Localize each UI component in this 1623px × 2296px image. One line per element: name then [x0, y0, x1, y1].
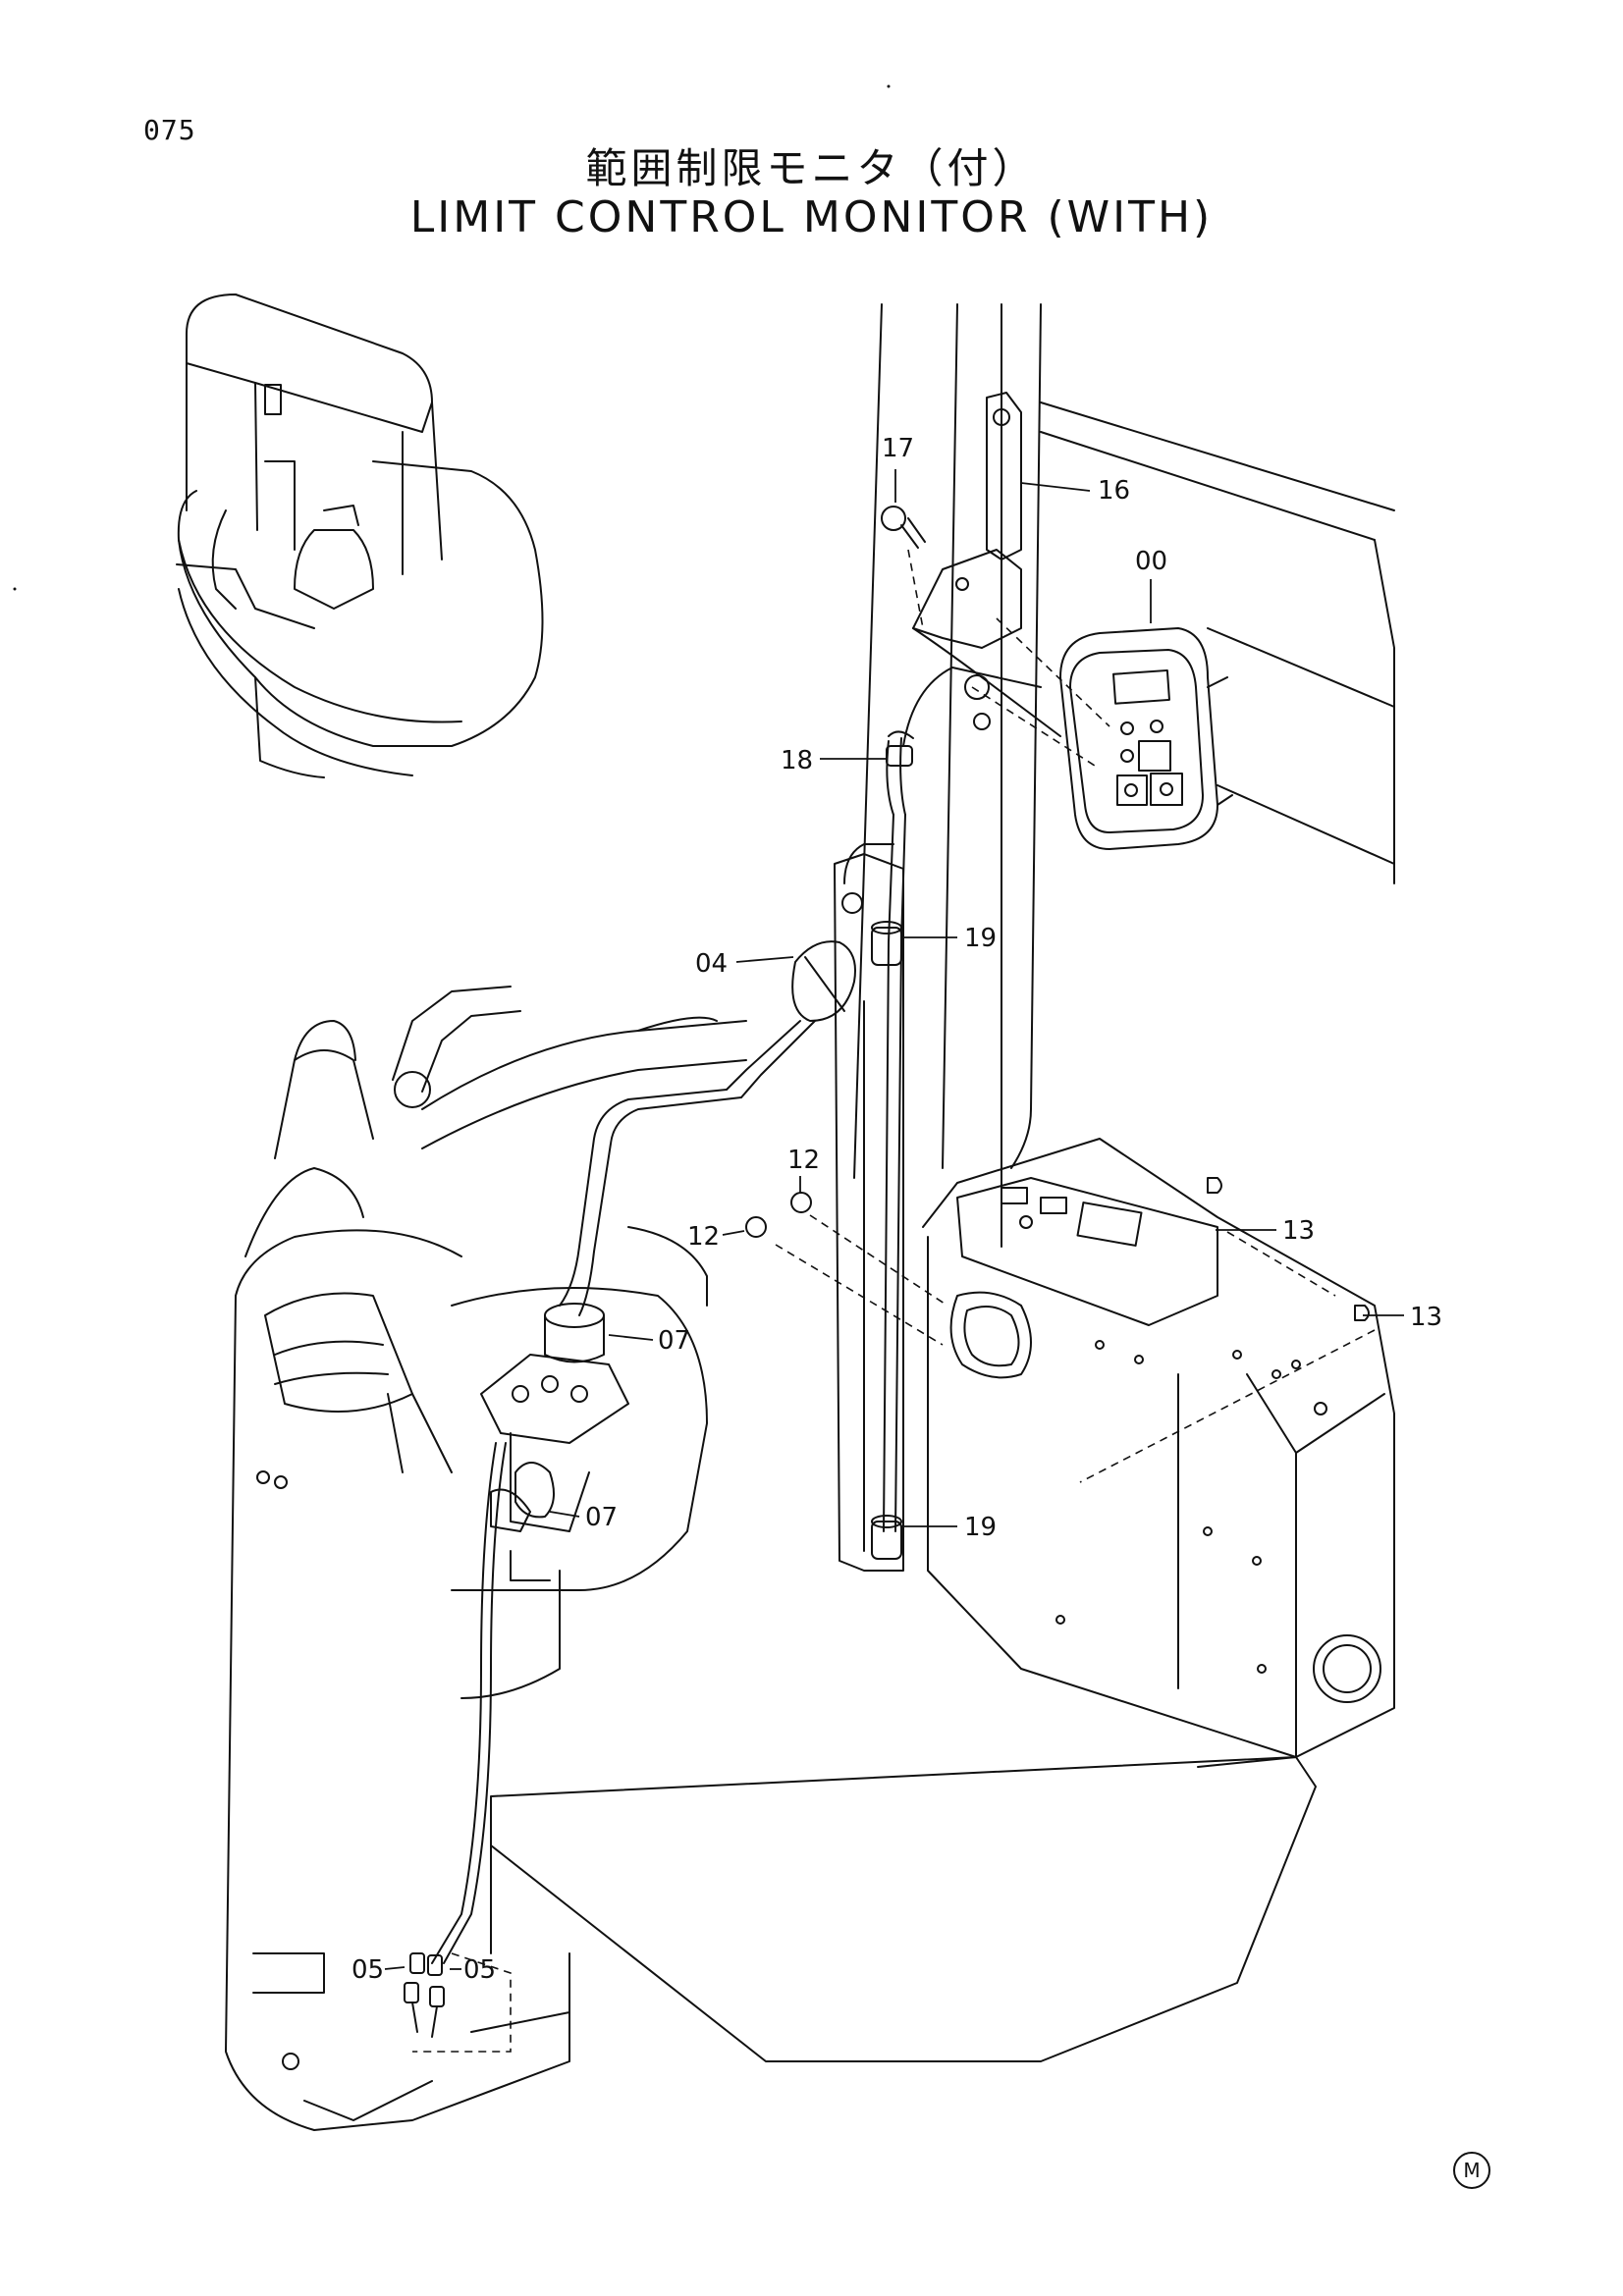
- page-number: 075: [143, 114, 196, 146]
- callout-12-upper: 12: [787, 1146, 820, 1175]
- clip-19-lower: [871, 1515, 902, 1560]
- title-english: LIMIT CONTROL MONITOR (WITH): [409, 192, 1214, 242]
- callout-04: 04: [695, 949, 728, 979]
- bracket-16: [912, 392, 1022, 730]
- floor-plate: [470, 1756, 1317, 2062]
- machine-overview-inset: [176, 294, 544, 778]
- callout-05-right: 05: [463, 1955, 496, 1985]
- callout-13-lower: 13: [1410, 1303, 1442, 1332]
- callout-13-upper: 13: [1282, 1216, 1315, 1246]
- callout-00: 00: [1135, 547, 1167, 576]
- harness-to-connectors: [404, 1442, 507, 2038]
- lever-04: [559, 940, 856, 1316]
- callout-labels: 17 16 00 18 19 04 12 12 13 13 07 07 19 0…: [352, 434, 1442, 1985]
- callout-07-upper: 07: [658, 1326, 690, 1356]
- callout-05-left: 05: [352, 1955, 384, 1985]
- control-box: [745, 1138, 1395, 1768]
- monitor-harness: [883, 627, 1061, 1532]
- cab-pillar: [843, 303, 1395, 1552]
- bolt-17: [881, 506, 926, 549]
- title-japanese: 範囲制限モニタ（付）: [585, 144, 1038, 192]
- switch-07: [480, 1303, 629, 1581]
- leader-lines: [384, 469, 1404, 1970]
- callout-19-lower: 19: [964, 1513, 997, 1542]
- callout-19-upper: 19: [964, 924, 997, 953]
- callout-12-lower: 12: [687, 1222, 720, 1252]
- callout-17: 17: [882, 434, 914, 463]
- clip-18: [886, 730, 914, 767]
- console-cover: [225, 986, 747, 2131]
- alignment-lines: [412, 549, 1376, 2053]
- callout-16: 16: [1098, 476, 1130, 506]
- clip-19-upper: [871, 921, 902, 966]
- callout-18: 18: [781, 746, 813, 775]
- callout-07-lower: 07: [585, 1503, 618, 1532]
- bracket-strip: [834, 853, 904, 1572]
- maker-mark: M: [1453, 2152, 1490, 2189]
- monitor-00: [1059, 627, 1233, 850]
